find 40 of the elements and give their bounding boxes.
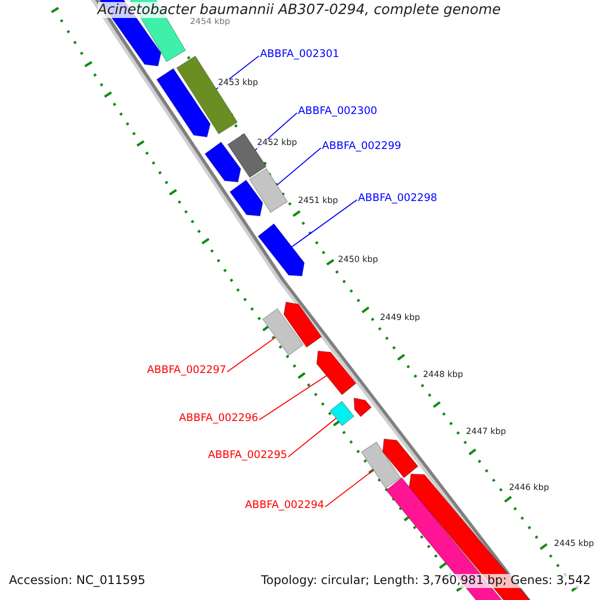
gene-label: ABBFA_002294 [245, 499, 324, 512]
scale-label: 2445 kbp [554, 540, 594, 550]
gene-feature [316, 350, 357, 396]
gene-feature [156, 68, 211, 138]
map-title: Acinetobacter baumannii AB307-0294, complete genome [98, 2, 501, 18]
gene-label: ABBFA_002298 [358, 192, 438, 204]
gene-label: ABBFA_002296 [179, 412, 258, 424]
scale-label: 2451 kbp [298, 197, 338, 207]
gene-feature [262, 308, 304, 356]
scale-label: 2447 kbp [466, 428, 506, 438]
gene-feature [204, 142, 242, 182]
scale-label: 2448 kbp [423, 371, 464, 381]
leader-line [291, 199, 358, 248]
genome-info-text: Topology: circular; Length: 3,760,981 bp; Genes: 3,542 [261, 574, 591, 588]
accession-text: Accession: NC_011595 [9, 574, 146, 588]
gene-label: ABBFA_002295 [208, 449, 288, 462]
leader-line [226, 336, 276, 372]
scale-label: 2452 kbp [257, 139, 298, 149]
scale-label: 2449 kbp [380, 314, 420, 324]
gene-feature [176, 56, 238, 134]
leader-line [324, 470, 374, 508]
gene-feature [229, 180, 264, 216]
scale-label: 2453 kbp [218, 79, 258, 89]
gene-label: ABBFA_002297 [147, 364, 226, 376]
gene-feature [354, 398, 372, 418]
gene-label: ABBFA_002299 [322, 140, 402, 152]
gene-feature [249, 168, 288, 213]
gene-feature [283, 302, 322, 348]
leader-line [276, 147, 322, 186]
gene-feature [360, 441, 402, 489]
gene-feature [382, 438, 419, 478]
scale-label: 2446 kbp [509, 484, 550, 494]
leader-line [258, 375, 328, 420]
scale-label: 2454 kbp [190, 18, 230, 28]
scale-label: 2450 kbp [338, 256, 378, 266]
gene-feature [258, 223, 305, 276]
leader-line [288, 418, 337, 458]
gene-label: ABBFA_002300 [298, 105, 378, 118]
gene-feature [330, 400, 354, 426]
gene-label: ABBFA_002301 [260, 48, 340, 60]
